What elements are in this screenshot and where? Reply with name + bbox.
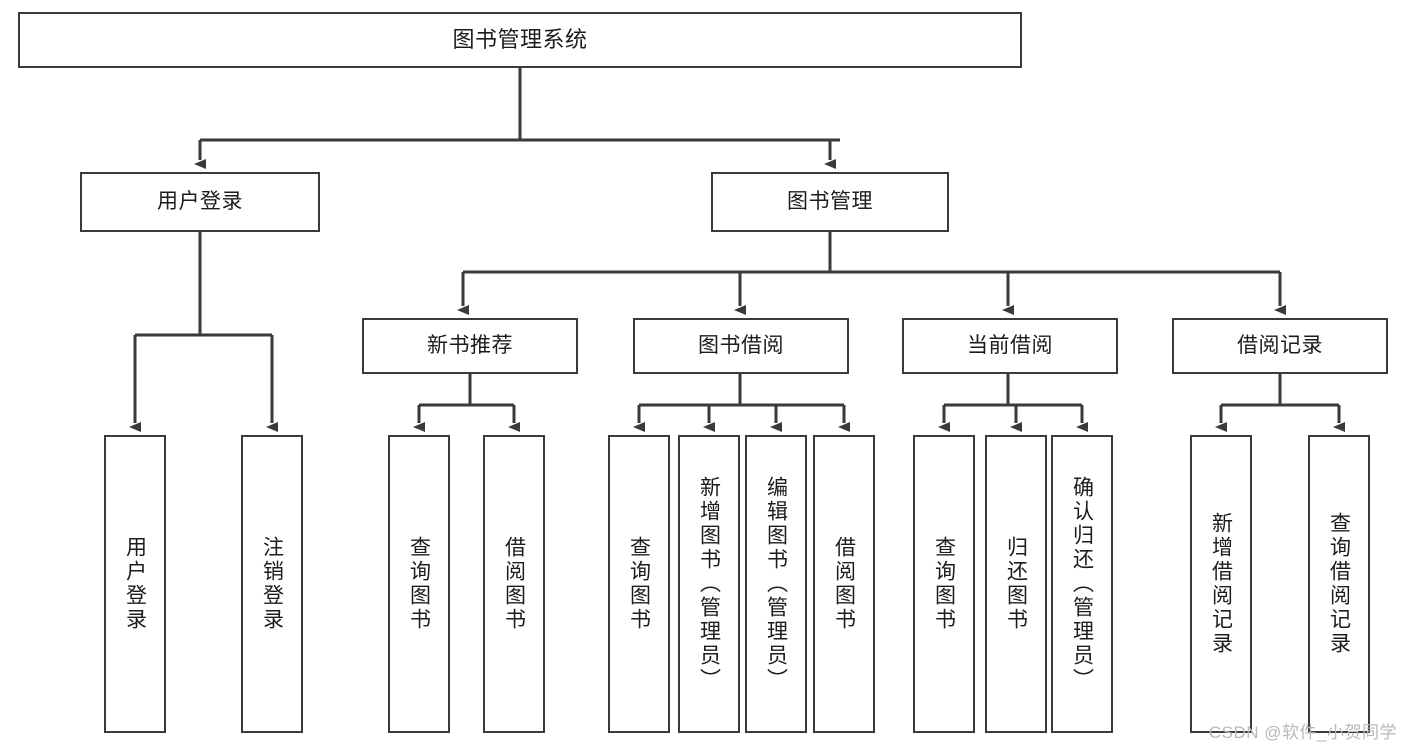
node-book-borrow[interactable]: 图书借阅 xyxy=(633,318,849,374)
node-book-borrow-label: 图书借阅 xyxy=(698,333,784,357)
node-root-label: 图书管理系统 xyxy=(452,27,588,53)
node-leaf-return-book[interactable]: 归还图书 xyxy=(985,435,1047,733)
node-leaf-user-logout[interactable]: 注销登录 xyxy=(241,435,303,733)
node-book-manage-label: 图书管理 xyxy=(787,189,873,213)
node-leaf-user-login[interactable]: 用户登录 xyxy=(104,435,166,733)
node-leaf-add-book-admin[interactable]: 新增图书（管理员） xyxy=(678,435,740,733)
node-leaf-query-book-2-label: 查询图书 xyxy=(627,536,651,632)
node-current-borrow-label: 当前借阅 xyxy=(967,333,1053,357)
node-leaf-edit-book-admin[interactable]: 编辑图书（管理员） xyxy=(745,435,807,733)
node-leaf-edit-book-admin-label: 编辑图书（管理员） xyxy=(764,476,788,692)
node-leaf-borrow-book-2-label: 借阅图书 xyxy=(832,536,856,632)
node-leaf-borrow-book-2[interactable]: 借阅图书 xyxy=(813,435,875,733)
node-leaf-query-book-3[interactable]: 查询图书 xyxy=(913,435,975,733)
node-leaf-add-borrow-record[interactable]: 新增借阅记录 xyxy=(1190,435,1252,733)
node-leaf-borrow-book-1[interactable]: 借阅图书 xyxy=(483,435,545,733)
node-leaf-add-borrow-record-label: 新增借阅记录 xyxy=(1209,512,1233,656)
node-leaf-borrow-book-1-label: 借阅图书 xyxy=(502,536,526,632)
node-leaf-query-borrow-record[interactable]: 查询借阅记录 xyxy=(1308,435,1370,733)
node-leaf-query-book-3-label: 查询图书 xyxy=(932,536,956,632)
node-leaf-add-book-admin-label: 新增图书（管理员） xyxy=(697,476,721,692)
node-leaf-query-book-2[interactable]: 查询图书 xyxy=(608,435,670,733)
node-borrow-record[interactable]: 借阅记录 xyxy=(1172,318,1388,374)
node-user-login-label: 用户登录 xyxy=(157,189,243,213)
node-leaf-confirm-return-admin[interactable]: 确认归还（管理员） xyxy=(1051,435,1113,733)
node-borrow-record-label: 借阅记录 xyxy=(1237,333,1323,357)
node-leaf-confirm-return-admin-label: 确认归还（管理员） xyxy=(1070,476,1094,692)
node-current-borrow[interactable]: 当前借阅 xyxy=(902,318,1118,374)
node-leaf-return-book-label: 归还图书 xyxy=(1004,536,1028,632)
node-new-book-recommend[interactable]: 新书推荐 xyxy=(362,318,578,374)
node-user-login[interactable]: 用户登录 xyxy=(80,172,320,232)
watermark-text: CSDN @软件_小贺同学 xyxy=(1208,723,1397,742)
node-new-book-recommend-label: 新书推荐 xyxy=(427,333,513,357)
node-leaf-query-book-1[interactable]: 查询图书 xyxy=(388,435,450,733)
node-leaf-query-borrow-record-label: 查询借阅记录 xyxy=(1327,512,1351,656)
node-book-manage[interactable]: 图书管理 xyxy=(711,172,949,232)
node-leaf-query-book-1-label: 查询图书 xyxy=(407,536,431,632)
node-leaf-user-logout-label: 注销登录 xyxy=(260,536,284,632)
node-leaf-user-login-label: 用户登录 xyxy=(123,536,147,632)
node-root[interactable]: 图书管理系统 xyxy=(18,12,1022,68)
